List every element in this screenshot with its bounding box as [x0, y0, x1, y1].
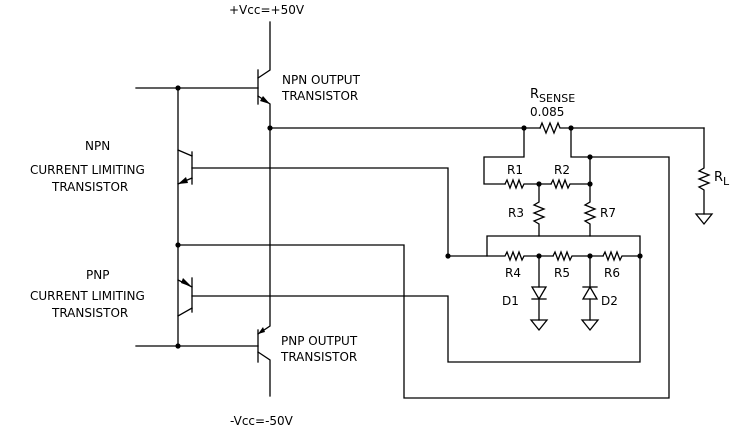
lower-ladder-wire — [486, 235, 641, 257]
r2-label: R2 — [554, 163, 570, 177]
r7-resistor — [583, 156, 597, 237]
npn-output-label-line1: NPN OUTPUT — [282, 73, 361, 87]
r5-label: R5 — [554, 266, 570, 280]
pnp-limit-label-line2: CURRENT LIMITING — [30, 289, 145, 303]
rsense-value: 0.085 — [530, 105, 564, 119]
r1-resistor — [504, 178, 552, 190]
pnp-output-label-line1: PNP OUTPUT — [281, 334, 358, 348]
pnp-limit-base-wire — [191, 255, 641, 363]
d1-diode — [529, 255, 549, 332]
pnp-limit-transistor — [177, 277, 193, 317]
junction-dot — [175, 85, 181, 91]
pnp-output-label-line2: TRANSISTOR — [280, 350, 357, 364]
r4-label: R4 — [505, 266, 521, 280]
d2-diode — [580, 255, 600, 332]
npn-limit-label-line2: CURRENT LIMITING — [30, 163, 145, 177]
rsense-label: RSENSE — [530, 87, 575, 105]
r5-resistor — [552, 250, 604, 262]
load-resistor — [694, 127, 714, 226]
junction-dot — [175, 343, 181, 349]
feedback-loop-wire — [177, 127, 670, 399]
rsense-resistor — [539, 121, 705, 135]
r3-resistor — [532, 183, 546, 237]
pnp-output-transistor — [135, 127, 271, 397]
pnp-limit-label-line1: PNP — [86, 268, 109, 282]
r3-label: R3 — [508, 206, 524, 220]
r1-label: R1 — [507, 163, 523, 177]
positive-supply-label: +Vcc=+50V — [229, 3, 305, 17]
npn-limit-label-line3: TRANSISTOR — [51, 180, 128, 194]
r2-resistor — [550, 178, 591, 190]
r7-label: R7 — [600, 206, 616, 220]
npn-limit-base-wire — [191, 167, 449, 257]
npn-limit-label-line1: NPN — [85, 139, 110, 153]
junction-dot — [267, 125, 273, 131]
junction-dot — [587, 154, 593, 160]
npn-output-transistor — [135, 21, 271, 129]
pnp-limit-label-line3: TRANSISTOR — [51, 306, 128, 320]
npn-limit-transistor — [177, 149, 193, 185]
r1-r2-wire — [483, 127, 525, 185]
npn-output-label-line2: TRANSISTOR — [281, 89, 358, 103]
r6-resistor — [602, 250, 641, 262]
d1-label: D1 — [502, 294, 519, 308]
r6-label: R6 — [604, 266, 620, 280]
r4-resistor — [447, 250, 554, 262]
load-label: RL — [714, 170, 730, 188]
negative-supply-label: -Vcc=-50V — [230, 414, 294, 428]
d2-label: D2 — [601, 294, 618, 308]
